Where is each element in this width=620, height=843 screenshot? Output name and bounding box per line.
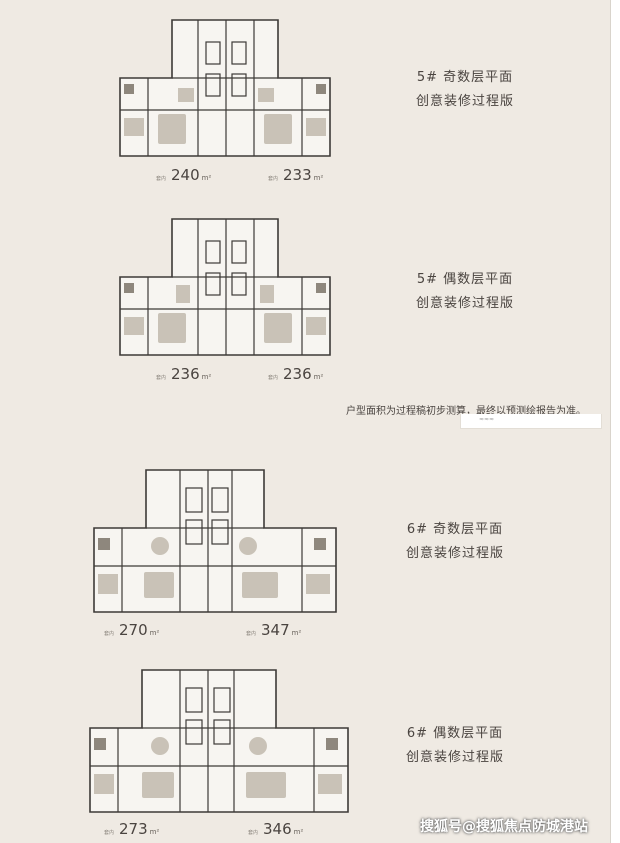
area-disclaimer: 户型面积为过程稿初步测算，最终以预测绘报告为准。 (346, 406, 586, 417)
floor-plan-5-odd (118, 14, 333, 160)
area-value: 233 (283, 166, 312, 184)
area-unit: m² (291, 629, 302, 637)
area-unit: m² (313, 174, 324, 182)
floor-plan-5-even (118, 213, 333, 359)
area-tag: 套内 (268, 176, 279, 182)
area-unit: m² (293, 828, 304, 836)
source-watermark: 搜狐号@搜狐焦点防城港站 (420, 819, 588, 835)
floor-plan-6-odd (92, 466, 338, 616)
plan-title-building: 6# 奇数层平面 (406, 522, 504, 537)
area-label-left: 套内 236 m² (156, 365, 211, 383)
area-unit: m² (149, 629, 160, 637)
area-tag: 套内 (104, 631, 115, 637)
plan-title: 5# 奇数层平面 创意装修过程版 (405, 66, 525, 114)
area-value: 273 (119, 820, 148, 838)
plan-title-version: 创意装修过程版 (415, 296, 514, 311)
plan-title-building: 5# 奇数层平面 (416, 70, 514, 85)
plan-title-version: 创意装修过程版 (405, 750, 504, 765)
area-label-left: 套内 240 m² (156, 166, 211, 184)
plan-title-building: 6# 偶数层平面 (406, 726, 504, 741)
plan-title: 6# 偶数层平面 创意装修过程版 (395, 722, 515, 770)
area-label-right: 套内 236 m² (268, 365, 323, 383)
area-tag: 套内 (104, 830, 115, 836)
area-label-right: 套内 233 m² (268, 166, 323, 184)
area-tag: 套内 (156, 176, 167, 182)
note-overlay-box: ≈≈≈ (460, 414, 602, 429)
area-label-right: 套内 346 m² (248, 820, 303, 838)
area-value: 347 (261, 621, 290, 639)
area-value: 236 (171, 365, 200, 383)
area-tag: 套内 (268, 375, 279, 381)
area-unit: m² (313, 373, 324, 381)
area-value: 236 (283, 365, 312, 383)
area-value: 346 (263, 820, 292, 838)
area-label-left: 套内 270 m² (104, 621, 159, 639)
plan-title: 5# 偶数层平面 创意装修过程版 (405, 268, 525, 316)
plan-title-version: 创意装修过程版 (415, 94, 514, 109)
area-tag: 套内 (156, 375, 167, 381)
plan-title: 6# 奇数层平面 创意装修过程版 (395, 518, 515, 566)
area-value: 240 (171, 166, 200, 184)
note-box-text: ≈≈≈ (479, 416, 495, 423)
area-tag: 套内 (246, 631, 257, 637)
area-tag: 套内 (248, 830, 259, 836)
area-value: 270 (119, 621, 148, 639)
area-unit: m² (201, 373, 212, 381)
area-label-right: 套内 347 m² (246, 621, 301, 639)
area-unit: m² (201, 174, 212, 182)
plan-title-building: 5# 偶数层平面 (416, 272, 514, 287)
floor-plan-6-even (88, 666, 350, 816)
page-edge (610, 0, 620, 843)
area-label-left: 套内 273 m² (104, 820, 159, 838)
area-unit: m² (149, 828, 160, 836)
plan-title-version: 创意装修过程版 (405, 546, 504, 561)
